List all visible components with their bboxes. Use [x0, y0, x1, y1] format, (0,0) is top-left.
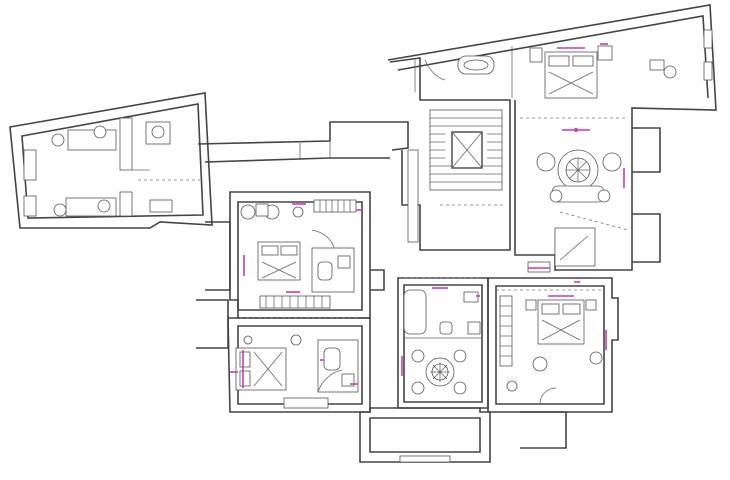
center-block	[397, 277, 489, 409]
connecting-corridor	[197, 121, 409, 163]
office-wing	[9, 92, 213, 229]
guest-bedroom-1	[205, 191, 385, 319]
staircase-hall	[389, 57, 511, 251]
master-suite-top	[387, 4, 717, 271]
guest-bedroom-2	[196, 299, 371, 413]
bedroom-right	[487, 261, 619, 449]
bay-window-bottom	[359, 407, 491, 463]
